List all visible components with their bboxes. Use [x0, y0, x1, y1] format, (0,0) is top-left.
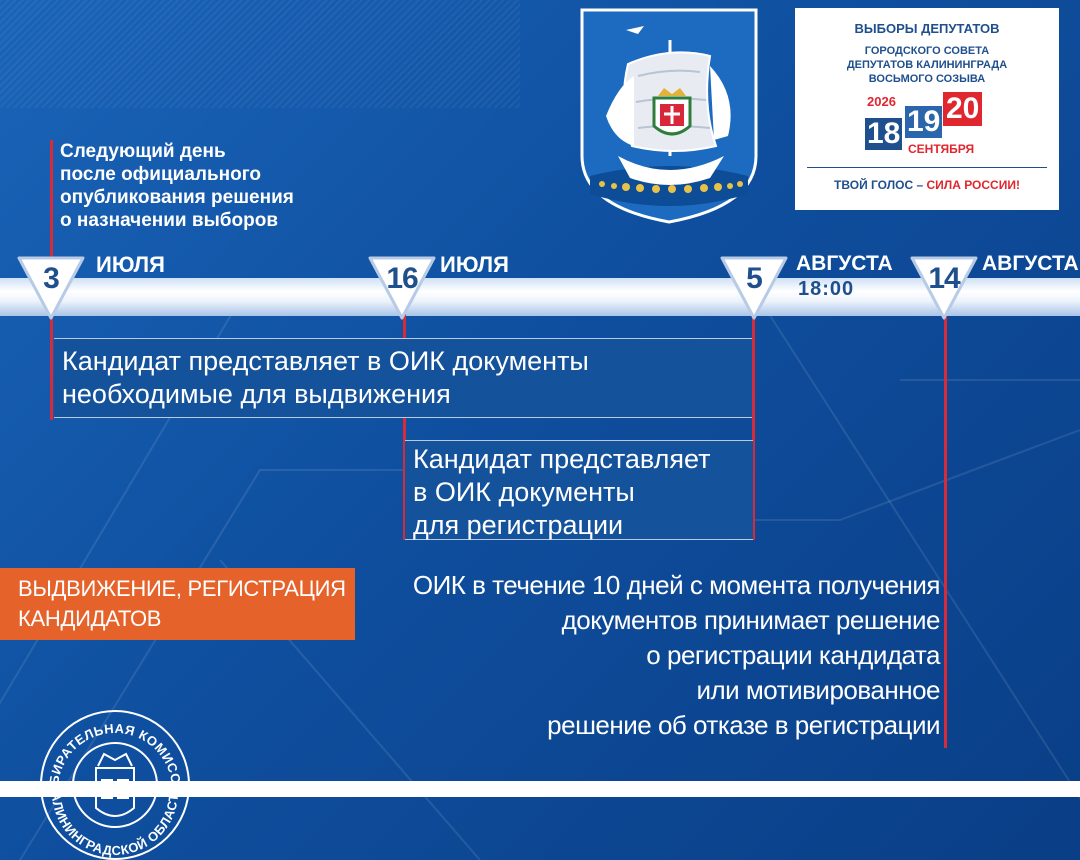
section-label-line: КАНДИДАТОВ [18, 606, 162, 631]
timeline-line-5 [752, 300, 755, 540]
timeline-line-14 [944, 300, 947, 748]
marker-time: 18:00 [798, 278, 855, 300]
decision-line: решение об отказе в регистрации [547, 710, 940, 740]
banner-slogan: ТВОЙ ГОЛОС – СИЛА РОССИИ! [795, 178, 1059, 192]
box-line: необходимые для выдвижения [62, 379, 451, 409]
box-line: Кандидат представляет в ОИК документы [62, 346, 589, 376]
marker-month: АВГУСТА [796, 252, 893, 275]
banner-day: 18 [865, 117, 903, 150]
marker-day: 16 [386, 262, 418, 295]
date-marker-3: 3 [17, 256, 85, 320]
triangle-marker-icon [368, 256, 436, 320]
registration-documents-box: Кандидат представляет в ОИК документы дл… [405, 440, 753, 540]
slogan-part-red: СИЛА РОССИИ! [926, 178, 1020, 192]
banner-subtitle-line: ГОРОДСКОГО СОВЕТА [864, 45, 990, 57]
decision-line: или мотивированное [696, 675, 940, 705]
election-commission-seal-icon: ИЗБИРАТЕЛЬНАЯ КОМИССИЯ КАЛИНИНГРАДСКОЙ О… [38, 708, 190, 860]
date-marker-5: 5 [720, 256, 788, 320]
kaliningrad-coat-of-arms-ship-icon [580, 8, 758, 224]
box-line: Кандидат представляет [413, 444, 711, 474]
date-marker-14: 14 [910, 256, 978, 320]
bottom-bar [0, 781, 1080, 797]
banner-subtitle-line: ДЕПУТАТОВ КАЛИНИНГРАДА [846, 59, 1008, 71]
banner-divider [807, 167, 1047, 168]
stripe-pattern [0, 0, 520, 108]
section-label: ВЫДВИЖЕНИЕ, РЕГИСТРАЦИЯ КАНДИДАТОВ [0, 568, 355, 640]
box-line: в ОИК документы [413, 477, 635, 507]
banner-month: СЕНТЯБРЯ [908, 142, 975, 156]
timeline-bar [0, 278, 1080, 316]
note-line: после официального [60, 164, 262, 185]
banner-title: ВЫБОРЫ ДЕПУТАТОВ [854, 21, 1000, 36]
marker-day: 5 [746, 262, 763, 295]
box-line: для регистрации [413, 510, 624, 540]
marker-day: 14 [928, 262, 960, 295]
banner-day: 19 [905, 105, 943, 138]
triangle-marker-icon [720, 256, 788, 320]
marker-day: 3 [43, 262, 60, 295]
marker-month: АВГУСТА [982, 252, 1079, 275]
note-line: о назначении выборов [60, 210, 279, 231]
slogan-part: ТВОЙ ГОЛОС – [834, 178, 927, 192]
timeline-line-16 [403, 300, 406, 540]
triangle-marker-icon [910, 256, 978, 320]
note-line: опубликования решения [60, 187, 294, 208]
start-date-note: Следующий день после официального опубли… [60, 140, 370, 232]
decision-line: о регистрации кандидата [646, 640, 940, 670]
banner-year: 2026 [867, 94, 896, 109]
marker-month: ИЮЛЯ [96, 252, 165, 277]
date-marker-16: 16 [368, 256, 436, 320]
decision-line: ОИК в течение 10 дней с момента получени… [412, 570, 941, 600]
election-banner: ВЫБОРЫ ДЕПУТАТОВ ГОРОДСКОГО СОВЕТА ДЕПУТ… [795, 8, 1059, 210]
marker-month: ИЮЛЯ [440, 252, 509, 277]
nomination-documents-box: Кандидат представляет в ОИК документы не… [54, 338, 752, 418]
triangle-marker-icon [17, 256, 85, 320]
decision-line: документов принимает решение [561, 605, 941, 635]
banner-subtitle-line: ВОСЬМОГО СОЗЫВА [868, 73, 986, 85]
note-line: Следующий день [60, 141, 226, 162]
banner-day: 20 [943, 92, 983, 126]
banner-subtitle: ГОРОДСКОГО СОВЕТА ДЕПУТАТОВ КАЛИНИНГРАДА… [795, 44, 1059, 86]
decision-text: ОИК в течение 10 дней с момента получени… [400, 568, 941, 743]
section-label-line: ВЫДВИЖЕНИЕ, РЕГИСТРАЦИЯ [18, 576, 346, 601]
banner-dates: 18 19 20 [865, 92, 995, 158]
